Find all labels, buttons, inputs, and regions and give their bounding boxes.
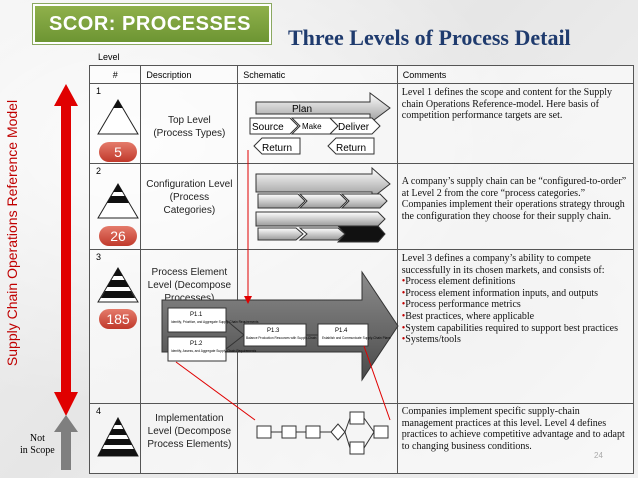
comment-cell: Companies implement specific supply-chai… bbox=[396, 403, 635, 474]
config-arrow-3 bbox=[298, 193, 348, 209]
pyramid-level3-icon bbox=[97, 267, 139, 303]
flow-diamond bbox=[330, 423, 346, 441]
level-desc-line: (Process Types) bbox=[153, 128, 226, 139]
svg-text:Plan: Plan bbox=[292, 104, 312, 115]
list-item: Process element information inputs, and … bbox=[402, 288, 629, 300]
level-desc-line: (Process bbox=[169, 192, 210, 203]
p11-box bbox=[167, 307, 227, 333]
config-arrow-8 bbox=[336, 225, 386, 243]
slide-title: Three Levels of Process Detail bbox=[288, 25, 571, 50]
flow-box bbox=[281, 425, 297, 439]
not-in-scope-label: Not in Scope bbox=[20, 433, 55, 456]
scope-arrow bbox=[54, 84, 78, 470]
level-desc-cell: Implementation Level (Decompose Process … bbox=[140, 403, 239, 474]
flow-box bbox=[349, 411, 365, 425]
svg-text:Return: Return bbox=[336, 143, 366, 154]
svg-text:Source: Source bbox=[252, 122, 284, 133]
table-header-row: # Description Schematic Comments bbox=[88, 65, 635, 84]
up-arrow-grey bbox=[54, 415, 78, 470]
comment-cell: Level 3 defines a company’s ability to c… bbox=[396, 249, 635, 404]
plan-arrow bbox=[255, 92, 391, 124]
level3-bullets: Process element definitions Process elem… bbox=[402, 276, 629, 346]
list-item: Best practices, where applicable bbox=[402, 311, 629, 323]
deliver-arrow bbox=[328, 117, 381, 135]
svg-text:P1.1: P1.1 bbox=[190, 312, 203, 318]
config-arrow-6 bbox=[257, 227, 304, 241]
svg-text:Identify, Assess, and Aggregat: Identify, Assess, and Aggregate Supply-C… bbox=[171, 349, 257, 353]
flow-box bbox=[349, 441, 365, 455]
level-caption: Level bbox=[98, 52, 120, 62]
double-arrow-red bbox=[54, 84, 78, 416]
level3-intro: Level 3 defines a company’s ability to c… bbox=[401, 253, 605, 276]
level-desc-line: Process Element bbox=[151, 267, 228, 278]
config-arrow-1 bbox=[255, 166, 391, 200]
flow-box bbox=[305, 425, 321, 439]
level-desc-line: Level (Decompose bbox=[147, 426, 232, 437]
page-number: 24 bbox=[594, 451, 603, 460]
pyramid-level4-icon bbox=[97, 416, 139, 457]
level2-schematic bbox=[255, 166, 391, 243]
svg-text:Make: Make bbox=[302, 122, 322, 131]
comment-cell: A company’s supply chain can be “configu… bbox=[396, 163, 635, 250]
list-item: Process element definitions bbox=[402, 276, 629, 288]
level-desc-line: Process Elements) bbox=[147, 439, 232, 450]
level-desc-cell: Configuration Level (Process Categories) bbox=[140, 163, 239, 250]
svg-text:Balance Production Resources w: Balance Production Resources with Supply… bbox=[246, 336, 337, 340]
pyramid-level2-icon bbox=[97, 183, 139, 219]
section-banner: SCOR: PROCESSES bbox=[33, 4, 271, 44]
source-arrow bbox=[249, 117, 299, 135]
return-left-arrow bbox=[253, 137, 301, 155]
list-item: Systems/tools bbox=[402, 334, 629, 346]
list-item: Process performance metrics bbox=[402, 299, 629, 311]
flow-box bbox=[256, 425, 272, 439]
config-arrow-2 bbox=[257, 193, 306, 209]
level3-schematic: P1.1 Identify, Prioritize, and Aggregate… bbox=[161, 270, 399, 382]
svg-text:P1.2: P1.2 bbox=[190, 341, 203, 347]
pyramid-icons bbox=[97, 99, 139, 457]
level4-schematic bbox=[256, 411, 389, 455]
red-connectors bbox=[175, 150, 391, 421]
svg-text:Establish and Communicate Supp: Establish and Communicate Supply-Chain P… bbox=[322, 336, 391, 340]
level1-schematic: Plan Source Make Deliver Return Return bbox=[249, 92, 391, 155]
level-desc-line: Implementation bbox=[155, 413, 224, 424]
level3-count-badge: 185 bbox=[99, 309, 137, 329]
level2-count-badge: 26 bbox=[99, 226, 137, 246]
level-desc-line: Processes) bbox=[164, 293, 215, 304]
config-arrow-5 bbox=[255, 211, 386, 227]
return-right-arrow bbox=[327, 137, 375, 155]
svg-text:P1.3: P1.3 bbox=[267, 328, 280, 334]
pyramid-level1-icon bbox=[97, 99, 139, 135]
level-desc-line: Configuration Level bbox=[146, 179, 233, 190]
table-row: 1 Top Level (Process Types) Level 1 defi… bbox=[88, 83, 635, 164]
comment-cell: Level 1 defines the scope and content fo… bbox=[396, 83, 635, 164]
level-desc-cell: Top Level (Process Types) bbox=[140, 83, 239, 164]
config-arrow-7 bbox=[298, 227, 346, 241]
level-desc-line: Top Level bbox=[167, 115, 211, 126]
list-item: System capabilities required to support … bbox=[402, 323, 629, 335]
svg-text:P1.4: P1.4 bbox=[335, 328, 348, 334]
config-arrow-4 bbox=[340, 193, 388, 209]
level-desc-line: Level (Decompose bbox=[147, 280, 232, 291]
svg-text:Identify, Prioritize, and Aggr: Identify, Prioritize, and Aggregate Supp… bbox=[171, 320, 259, 324]
svg-text:Return: Return bbox=[262, 143, 292, 154]
flow-box bbox=[373, 425, 389, 439]
level1-count-badge: 5 bbox=[99, 142, 137, 162]
level-desc-line: Categories) bbox=[163, 205, 216, 216]
svg-text:Deliver: Deliver bbox=[338, 122, 370, 133]
